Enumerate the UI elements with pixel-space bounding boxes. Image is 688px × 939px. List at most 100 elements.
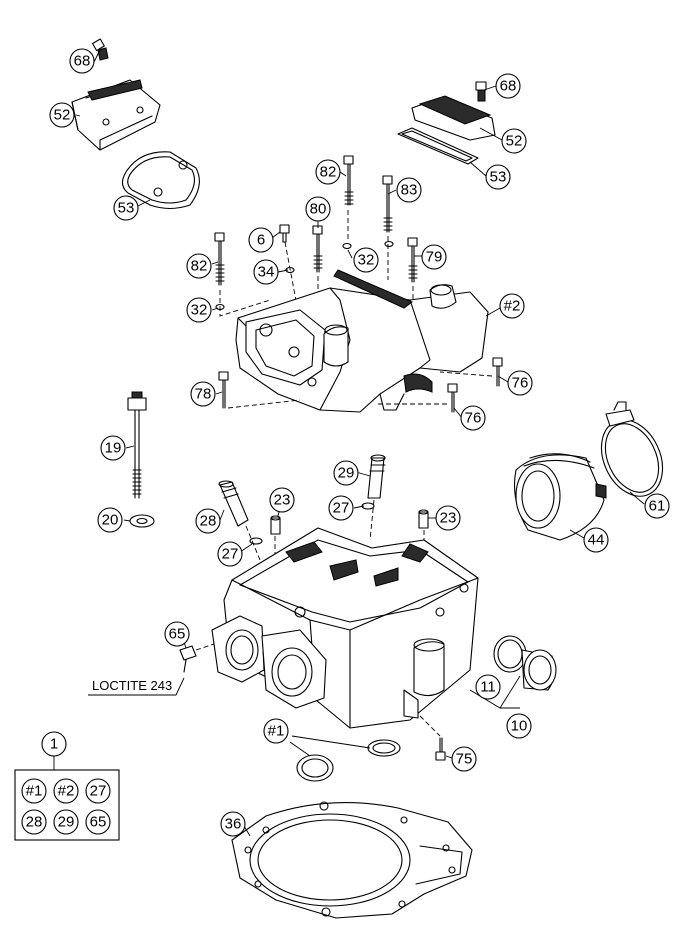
svg-text:11: 11 [480,679,496,696]
callout-23-left: 23 [269,487,295,513]
kit-item-65: 65 [85,809,111,835]
callout-44: 44 [583,527,609,553]
svg-text:32: 32 [191,302,208,319]
svg-text:29: 29 [58,814,75,831]
callout-6: 6 [248,227,274,253]
callout-hash1: #1 [263,718,289,744]
seals-10-11 [469,635,557,709]
svg-text:23: 23 [274,492,291,509]
svg-text:27: 27 [90,783,107,800]
svg-text:82: 82 [191,258,208,275]
callout-28: 28 [195,508,221,534]
washers [215,240,394,311]
cylinder-head [211,527,479,729]
svg-text:6: 6 [257,232,265,249]
svg-text:29: 29 [338,465,355,482]
svg-text:52: 52 [54,107,71,124]
svg-text:78: 78 [195,386,212,403]
bolt-76-right [492,357,503,387]
svg-text:80: 80 [310,201,327,218]
gasket-53-left [121,151,200,210]
callout-27-upper: 27 [328,495,354,521]
camshaft-carrier [235,269,489,413]
callout-36: 36 [220,811,246,837]
callout-76-right: 76 [507,370,533,396]
svg-text:28: 28 [200,513,217,530]
valve-cover-right [411,95,496,141]
kit-item-27: 27 [85,778,111,804]
svg-text:52: 52 [506,133,523,150]
kit-item-28: 28 [21,809,47,835]
bolt-83 [382,175,393,233]
svg-text:28: 28 [26,814,43,831]
svg-text:#1: #1 [26,783,43,800]
valve-guide-29 [367,454,386,499]
callout-52-left: 52 [49,102,75,128]
callout-53-right: 53 [485,164,511,190]
svg-text:36: 36 [225,816,242,833]
callout-82-lower: 82 [186,253,212,279]
svg-text:65: 65 [90,814,107,831]
dowel-23-right [418,509,429,529]
bolt-68-left [91,38,109,61]
callout-78: 78 [190,381,216,407]
callout-1: 1 [41,731,67,757]
svg-text:79: 79 [426,249,443,266]
svg-text:44: 44 [588,532,605,549]
valve-guide-28 [218,480,249,527]
bolt-6 [279,224,290,243]
svg-text:20: 20 [102,512,119,529]
callout-80: 80 [305,196,331,222]
svg-text:34: 34 [258,264,275,281]
svg-text:76: 76 [512,375,529,392]
bolt-78 [218,371,229,409]
kit-item-hash2: #2 [53,778,79,804]
dowel-23-left [270,515,281,535]
callout-75: 75 [451,746,477,772]
svg-text:27: 27 [222,546,239,563]
callout-hash2: #2 [499,293,525,319]
callout-82-upper: 82 [315,159,341,185]
intake-manifold [513,453,607,541]
bolt-19 [127,391,147,499]
gasket-53-right [397,127,479,165]
svg-text:76: 76 [465,410,482,427]
svg-text:32: 32 [358,252,375,269]
svg-text:53: 53 [118,200,135,217]
stud-65 [179,643,215,673]
callout-52-right: 52 [501,128,527,154]
bolt-82-upper [343,155,354,206]
svg-text:68: 68 [500,78,517,95]
bolt-80 [312,225,323,273]
callout-27-lower: 27 [217,541,243,567]
dashed-guides-carrier [227,371,493,409]
svg-text:1: 1 [50,736,58,753]
callout-29: 29 [333,460,359,486]
svg-text:27: 27 [333,500,350,517]
svg-text:65: 65 [169,626,186,643]
callout-68-top-right: 68 [495,73,521,99]
svg-text:10: 10 [511,718,528,735]
callout-79: 79 [421,244,447,270]
bolt-79 [407,237,418,283]
callout-32-lower: 32 [186,297,212,323]
svg-text:#2: #2 [58,783,75,800]
svg-text:82: 82 [320,164,337,181]
washer-20 [129,514,155,528]
svg-text:83: 83 [401,182,418,199]
callout-11: 11 [475,674,501,700]
svg-text:75: 75 [456,751,473,768]
callout-83: 83 [396,177,422,203]
svg-text:53: 53 [490,169,507,186]
callout-34: 34 [253,259,279,285]
svg-text:#1: #1 [268,723,285,740]
svg-text:68: 68 [74,53,91,70]
svg-text:61: 61 [649,498,666,515]
kit-item-29: 29 [53,809,79,835]
callout-19: 19 [100,435,126,461]
kit-item-hash1: #1 [21,778,47,804]
callout-76-lower: 76 [460,405,486,431]
callout-10: 10 [506,713,532,739]
valve-cover-left [71,79,161,151]
